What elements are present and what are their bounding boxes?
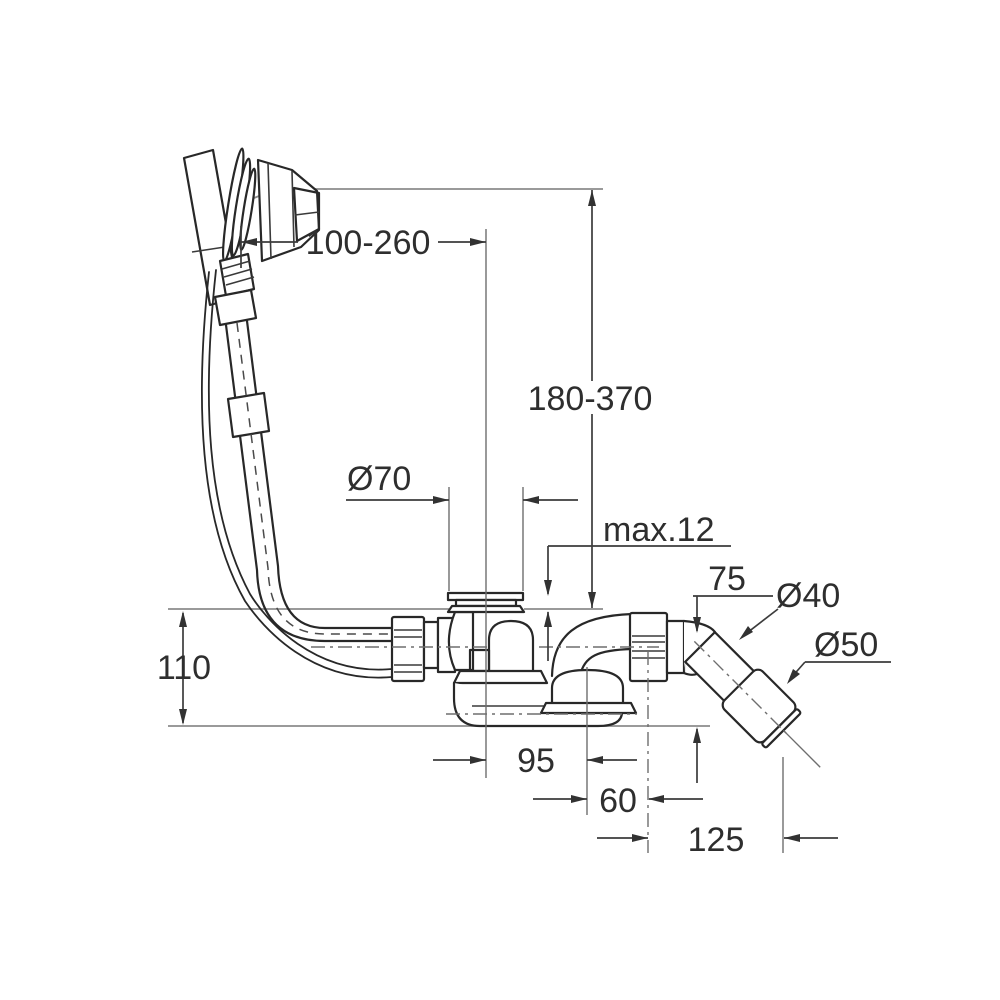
hose-nut-slots [394, 629, 422, 673]
knob-front-split [294, 211, 320, 216]
control-cable-inner [207, 269, 393, 671]
tee-inlet-1 [422, 620, 440, 670]
trap-bowl [452, 681, 624, 728]
waste-dome-skirt [452, 669, 549, 685]
waste-trap-assembly [390, 591, 638, 728]
overflow-collar [213, 288, 258, 327]
pipe-centerline [236, 322, 390, 635]
dim-overflow-height: 180-370 [528, 190, 653, 608]
dim-label-overflow-distance: 100-260 [306, 224, 431, 262]
dim-label-overflow-height: 180-370 [528, 380, 653, 418]
outlet-axis-centerline [693, 640, 790, 737]
dim-label-max-rim-thickness: max.12 [603, 511, 715, 549]
dim-label-flange-diameter: Ø70 [347, 460, 411, 498]
dim-outlet-horizontal-offset: 125 [597, 821, 838, 859]
outlet-assembly [628, 611, 821, 768]
outlet-stub [665, 619, 686, 675]
knob-front-facet [292, 186, 321, 243]
dim-max-rim-thickness: max.12 [544, 511, 731, 661]
dim-label-outlet-connector-diameter: Ø50 [814, 626, 878, 664]
dim-label-outlet-pipe-diameter: Ø40 [776, 577, 840, 615]
dim-trap-height: 110 [157, 611, 211, 725]
knob-rim-lines [267, 162, 295, 260]
waste-dome [487, 619, 535, 673]
union-nut-slots [632, 635, 665, 659]
control-cable-outer [200, 271, 393, 679]
overflow-thread [218, 252, 256, 298]
overflow-pipe-bottom-wall [224, 323, 394, 643]
dim-riser-to-outlet: 60 [533, 782, 703, 820]
dim-label-outlet-horizontal-offset: 125 [688, 821, 745, 859]
overflow-head-assembly [182, 147, 321, 327]
dim-label-outlet-height: 75 [708, 560, 746, 598]
extension-lines [311, 229, 784, 853]
dim-outlet-connector-diameter: Ø50 [787, 626, 891, 684]
dim-outlet-pipe-diameter: Ø40 [739, 577, 840, 640]
reference-lines [168, 188, 710, 727]
outlet-extension-diagonal [782, 729, 821, 768]
elbow-outer-wall [550, 612, 634, 678]
dim-flange-diameter: Ø70 [346, 460, 578, 591]
bend-inner [682, 671, 699, 676]
overflow-pipe-and-cable [200, 269, 394, 679]
dim-overflow-distance: 100-260 [240, 224, 486, 268]
outlet-pipe-45deg [684, 631, 821, 768]
riser-dome-skirt [539, 701, 638, 715]
thread-hatch [221, 260, 255, 286]
dim-label-riser-to-outlet: 60 [599, 782, 637, 820]
dim-waste-to-riser: 95 [433, 742, 637, 780]
dim-outlet-height: 75 [693, 560, 773, 783]
bend-outer [682, 619, 717, 634]
dim-label-waste-to-riser: 95 [517, 742, 555, 780]
pipe-sleeve [226, 391, 271, 439]
dim-label-trap-height: 110 [157, 649, 211, 687]
overflow-pipe-top-wall [245, 319, 394, 630]
